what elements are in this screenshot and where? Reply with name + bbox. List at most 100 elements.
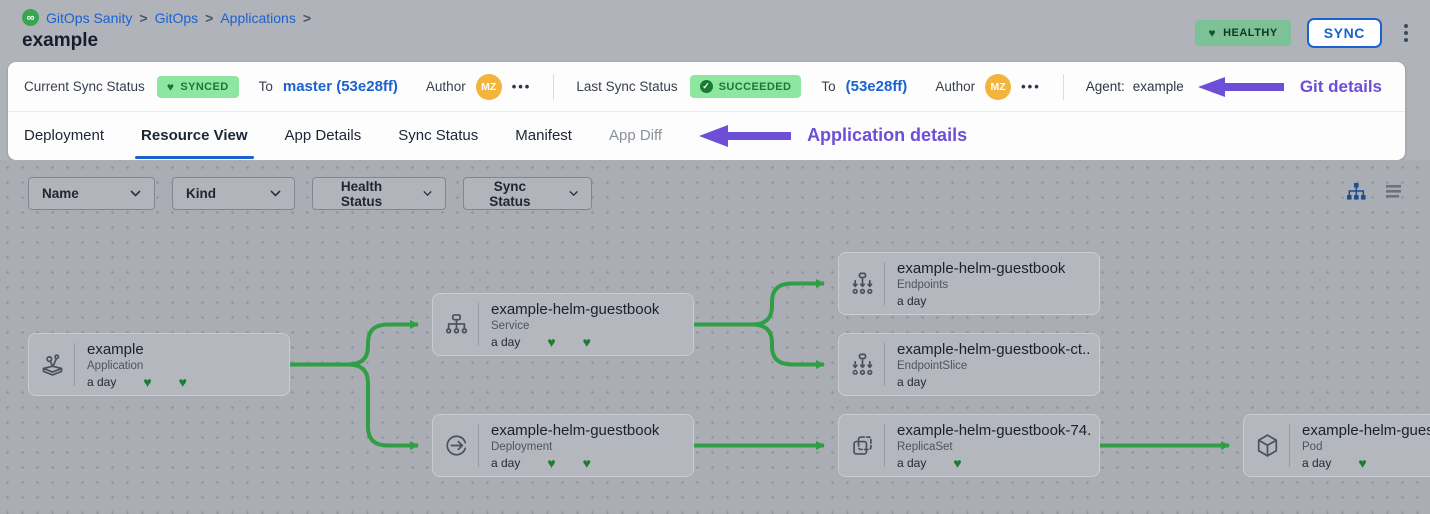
node-age: a day: [897, 375, 927, 389]
app-detail-panel: Current Sync Status ♥ SYNCED To master (…: [8, 62, 1405, 160]
filter-health-status-dropdown[interactable]: Health Status: [312, 177, 446, 210]
node-title: example-helm-guestbook: [491, 301, 660, 318]
succeeded-badge-label: SUCCEEDED: [718, 80, 792, 93]
heart-icon: ♥: [953, 455, 962, 471]
resource-node-endpoints[interactable]: example-helm-guestbook Endpoints a day: [838, 252, 1100, 315]
endpointslice-icon: [839, 334, 885, 395]
last-revision-link[interactable]: (53e28ff): [845, 78, 908, 95]
to-label: To: [821, 79, 836, 94]
breadcrumb-separator: >: [139, 9, 148, 26]
filter-label: Kind: [186, 186, 216, 201]
node-kind: ReplicaSet: [897, 441, 953, 453]
node-title: example-helm-guestbook: [897, 260, 1066, 277]
node-kind: Service: [491, 320, 530, 332]
node-title: example: [87, 341, 144, 358]
replicaset-icon: [839, 415, 885, 476]
to-label: To: [258, 79, 273, 94]
heart-icon: ♥: [547, 455, 556, 471]
resource-node-service[interactable]: example-helm-guestbook Service a day ♥♥: [432, 293, 694, 356]
resource-node-endpointslice[interactable]: example-helm-guestbook-ct... EndpointSli…: [838, 333, 1100, 396]
resource-node-replicaset[interactable]: example-helm-guestbook-74... ReplicaSet …: [838, 414, 1100, 477]
service-icon: [433, 294, 479, 355]
list-view-icon[interactable]: [1382, 181, 1404, 203]
pod-icon: [1244, 415, 1290, 476]
synced-badge-label: SYNCED: [180, 80, 229, 93]
synced-badge: ♥ SYNCED: [156, 75, 239, 98]
divider: [553, 73, 555, 100]
application-details-annotation: Application details: [807, 125, 968, 145]
filter-kind-dropdown[interactable]: Kind: [172, 177, 295, 210]
node-kind: Deployment: [491, 441, 553, 453]
resource-node-application[interactable]: example Application a day ♥♥: [28, 333, 290, 396]
chevron-down-icon: [569, 190, 578, 197]
chevron-down-icon: [130, 190, 141, 197]
node-title: example-helm-guestbook-74...: [897, 422, 1091, 439]
tab-app-diff[interactable]: App Diff: [608, 127, 663, 144]
breadcrumb: ∞ GitOps Sanity > GitOps > Applications …: [22, 9, 311, 26]
heart-icon: ♥: [1358, 455, 1367, 471]
sync-button[interactable]: SYNC: [1306, 18, 1382, 48]
deployment-icon: [433, 415, 479, 476]
heart-icon: ♥: [582, 334, 591, 350]
node-kind: Pod: [1302, 441, 1323, 453]
more-options-icon[interactable]: •••: [1021, 79, 1041, 94]
header-actions: ♥ HEALTHY SYNC: [1195, 18, 1414, 48]
heart-icon: ♥: [178, 374, 187, 390]
health-heart-icons: ♥♥: [547, 335, 591, 349]
node-kind: Application: [87, 360, 144, 372]
gitops-logo-icon: ∞: [22, 9, 39, 26]
filter-sync-status-dropdown[interactable]: Sync Status: [463, 177, 592, 210]
tab-resource-view[interactable]: Resource View: [127, 112, 261, 159]
heart-icon: ♥: [582, 455, 591, 471]
resource-tree-canvas: Name Kind Health Status Sync Status: [0, 160, 1430, 514]
breadcrumb-link-applications[interactable]: Applications: [220, 9, 296, 26]
health-heart-icons: ♥♥: [547, 456, 591, 470]
tree-view-icon[interactable]: [1345, 181, 1367, 203]
agent-label: Agent:: [1085, 79, 1125, 94]
view-toggles: [1345, 181, 1404, 203]
filter-bar: Name Kind Health Status Sync Status: [28, 177, 592, 210]
filter-name-dropdown[interactable]: Name: [28, 177, 155, 210]
current-sync-status-label: Current Sync Status: [24, 79, 145, 94]
node-title: example-helm-guest: [1302, 422, 1430, 439]
node-age: a day: [87, 375, 117, 389]
node-age: a day: [897, 294, 927, 308]
breadcrumb-link-gitops[interactable]: GitOps: [154, 9, 199, 26]
author-label: Author: [935, 79, 976, 94]
more-options-icon[interactable]: •••: [511, 79, 532, 94]
current-revision-link[interactable]: master (53e28ff): [282, 78, 398, 95]
succeeded-badge: ✓ SUCCEEDED: [689, 75, 802, 98]
breadcrumb-separator: >: [302, 9, 312, 26]
author-avatar: MZ: [475, 73, 502, 100]
node-age: a day: [897, 456, 927, 470]
app-tabs: Deployment Resource View App Details Syn…: [8, 112, 1405, 159]
kebab-menu-icon[interactable]: [1398, 20, 1414, 46]
check-circle-icon: ✓: [699, 80, 713, 93]
author-avatar: MZ: [985, 73, 1012, 100]
agent-value: example: [1132, 79, 1184, 94]
tab-manifest[interactable]: Manifest: [515, 127, 572, 144]
breadcrumb-link-gitops-sanity[interactable]: GitOps Sanity: [46, 9, 133, 26]
node-title: example-helm-guestbook-ct...: [897, 341, 1091, 358]
chevron-down-icon: [423, 190, 432, 197]
health-badge-label: HEALTHY: [1223, 27, 1278, 39]
node-title: example-helm-guestbook: [491, 422, 660, 439]
resource-node-deployment[interactable]: example-helm-guestbook Deployment a day …: [432, 414, 694, 477]
author-label: Author: [425, 79, 466, 94]
filter-label: Health Status: [340, 178, 383, 209]
heart-icon: ♥: [143, 374, 152, 390]
filter-label: Name: [42, 186, 79, 201]
page-header: ∞ GitOps Sanity > GitOps > Applications …: [0, 0, 1430, 62]
tab-sync-status[interactable]: Sync Status: [398, 127, 479, 144]
health-heart-icons: ♥♥: [143, 375, 187, 389]
breadcrumb-separator: >: [205, 9, 214, 26]
annotation-arrow-icon: [1197, 76, 1284, 97]
resource-node-pod[interactable]: example-helm-guest Pod a day ♥: [1243, 414, 1430, 477]
node-kind: EndpointSlice: [897, 360, 968, 372]
annotation-arrow-icon: [699, 124, 792, 147]
health-heart-icons: ♥: [1358, 456, 1366, 470]
chevron-down-icon: [270, 190, 281, 197]
tab-deployment[interactable]: Deployment: [24, 127, 105, 144]
tab-app-details[interactable]: App Details: [284, 127, 362, 144]
